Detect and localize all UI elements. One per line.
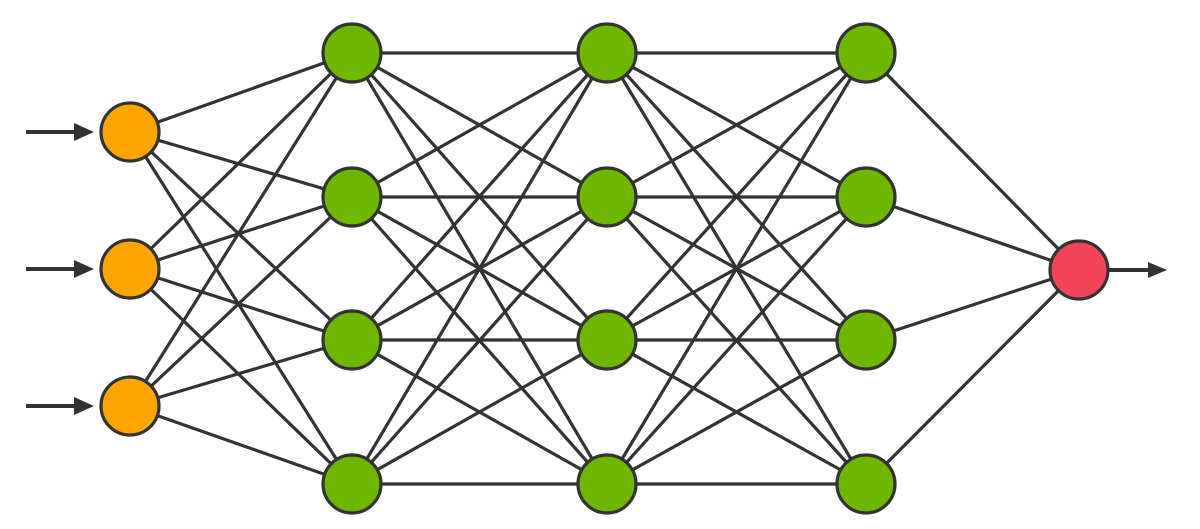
hidden-node-3-1 bbox=[835, 166, 897, 228]
arrow-head bbox=[74, 260, 94, 278]
edge-l0n0-l1n3 bbox=[128, 130, 354, 486]
edge-l0n1-l1n1 bbox=[128, 195, 354, 271]
edge-l0n0-l1n1 bbox=[128, 130, 354, 199]
edge-l1n3-l2n2 bbox=[350, 338, 609, 486]
edge-l0n2-l1n3 bbox=[128, 404, 354, 486]
hidden-node-2-0 bbox=[576, 22, 638, 84]
hidden-node-2-3 bbox=[576, 453, 638, 515]
edge-l0n1-l1n0 bbox=[128, 51, 354, 271]
hidden-node-3-3 bbox=[835, 453, 897, 515]
output-arrow-icon bbox=[1108, 262, 1167, 278]
edge-l0n0-l1n2 bbox=[128, 130, 354, 342]
input-arrow-icon bbox=[26, 123, 94, 141]
edge-l3n2-l4n0 bbox=[864, 268, 1081, 342]
input-node-0-0 bbox=[99, 101, 161, 163]
hidden-node-1-0 bbox=[321, 22, 383, 84]
arrow-head bbox=[1148, 262, 1167, 278]
neurons bbox=[99, 22, 1110, 515]
hidden-node-2-2 bbox=[576, 309, 638, 371]
edge-l1n1-l2n0 bbox=[350, 51, 609, 199]
hidden-node-3-0 bbox=[835, 22, 897, 84]
hidden-node-2-1 bbox=[576, 166, 638, 228]
output-node-4-0 bbox=[1048, 239, 1110, 301]
edge-l0n2-l1n2 bbox=[128, 338, 354, 408]
edge-l3n1-l4n0 bbox=[864, 195, 1081, 272]
edge-l0n2-l1n0 bbox=[128, 51, 354, 408]
input-node-0-1 bbox=[99, 238, 161, 300]
hidden-node-1-1 bbox=[321, 166, 383, 228]
edge-l2n2-l3n0 bbox=[605, 51, 868, 342]
connections bbox=[128, 51, 1081, 486]
edge-l0n1-l1n2 bbox=[128, 267, 354, 342]
edge-l3n0-l4n0 bbox=[864, 51, 1081, 272]
hidden-node-1-2 bbox=[321, 309, 383, 371]
input-arrow-icon bbox=[26, 397, 94, 415]
edge-l0n0-l1n0 bbox=[128, 51, 354, 134]
edge-l1n3-l2n0 bbox=[350, 51, 609, 486]
edge-l2n3-l3n0 bbox=[605, 51, 868, 486]
input-arrow-icon bbox=[26, 260, 94, 278]
edge-l2n3-l3n2 bbox=[605, 338, 868, 486]
edge-l1n2-l2n0 bbox=[350, 51, 609, 342]
hidden-node-3-2 bbox=[835, 309, 897, 371]
edge-l2n1-l3n0 bbox=[605, 51, 868, 199]
hidden-node-1-3 bbox=[321, 453, 383, 515]
edge-l2n3-l3n1 bbox=[605, 195, 868, 486]
edge-l0n2-l1n1 bbox=[128, 195, 354, 408]
arrow-head bbox=[74, 397, 94, 415]
input-node-0-2 bbox=[99, 375, 161, 437]
edge-l1n3-l2n1 bbox=[350, 195, 609, 486]
edge-l0n1-l1n3 bbox=[128, 267, 354, 486]
io-arrows bbox=[26, 123, 1167, 415]
arrow-head bbox=[74, 123, 94, 141]
edge-l3n3-l4n0 bbox=[864, 268, 1081, 486]
